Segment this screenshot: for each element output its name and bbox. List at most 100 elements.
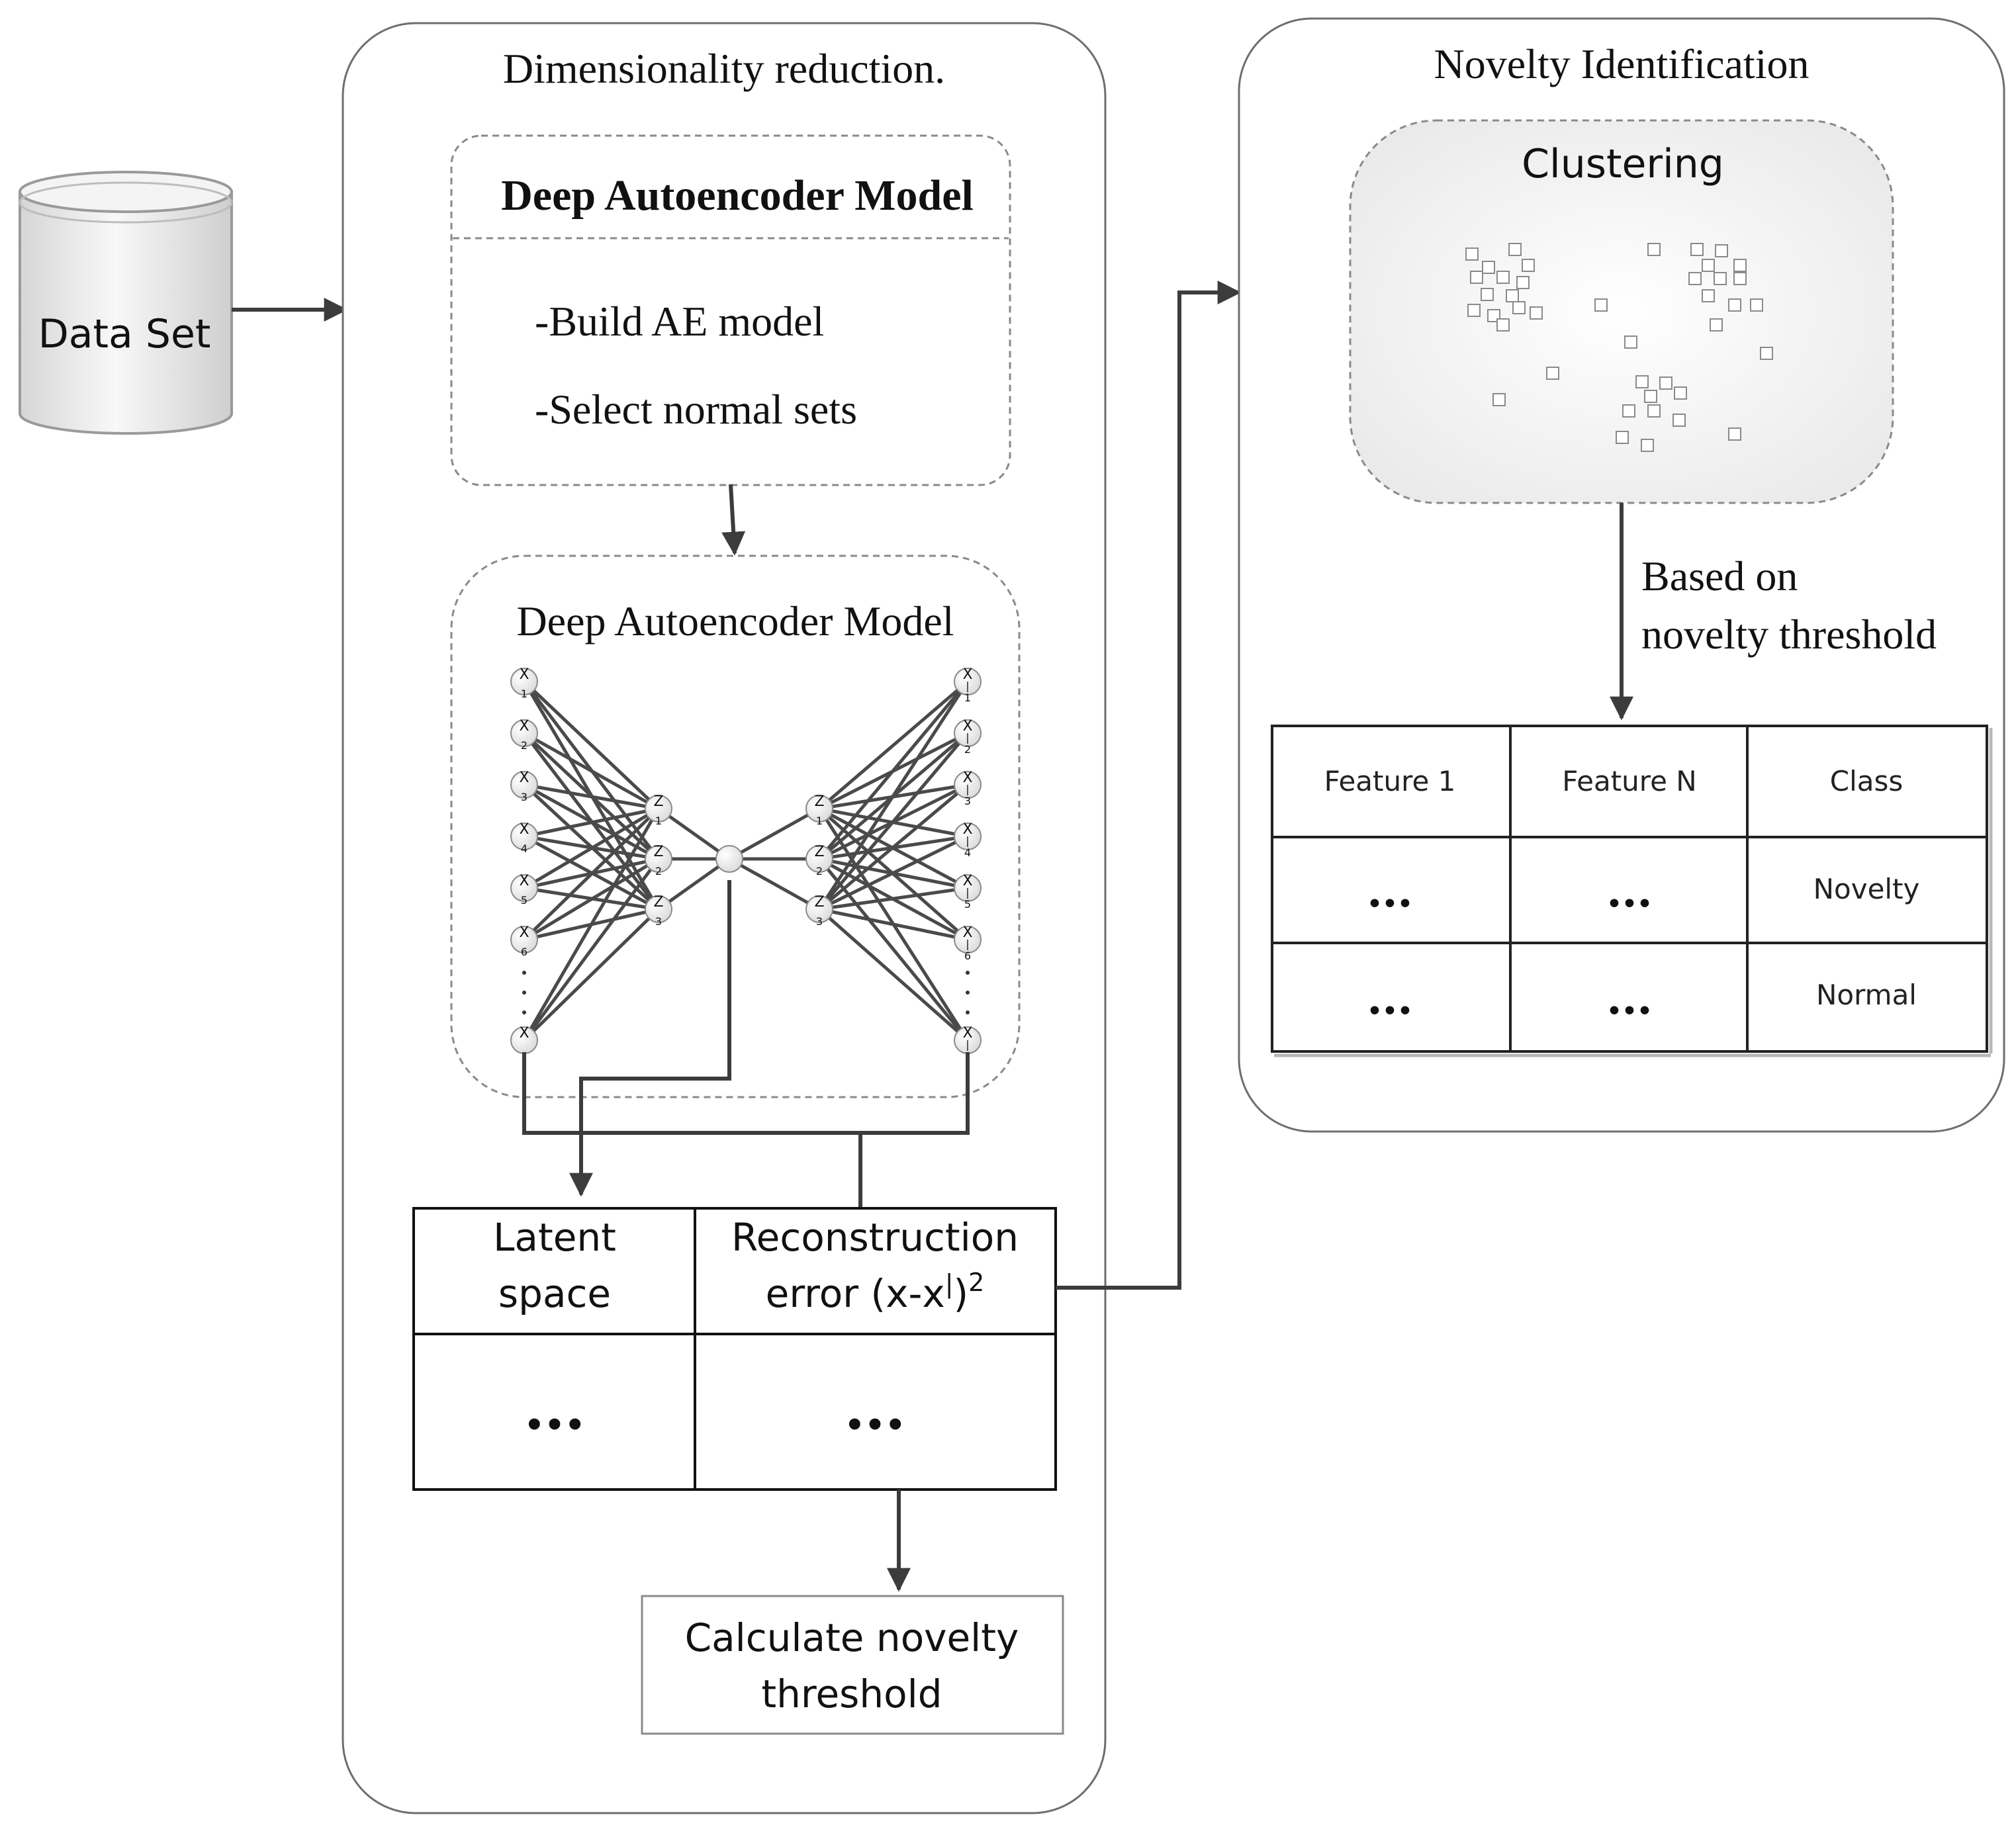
output-node-letter: X [962,770,972,786]
bottleneck-node-circle [715,845,743,873]
output-node-circle [954,874,982,902]
network-edge [522,807,661,1042]
arrow-label-line1: Based on [1641,553,1798,600]
model-box: Deep Autoencoder Model -Build AE model -… [450,134,1011,486]
cluster-point [1506,289,1519,302]
output-node: X|5 [954,873,982,911]
cluster-point [1659,377,1672,390]
cluster-point [1688,272,1702,285]
output-node-index: 6 [964,950,971,962]
arrow-model-to-network [721,484,746,556]
network-edge [728,857,821,911]
arrow-error-to-novelty [1056,281,1242,1290]
input-node: X3 [510,770,538,803]
ellipsis-dot [522,1010,526,1014]
cluster-point [1733,272,1747,285]
novelty-table-cell: ••• [1606,891,1652,918]
cluster-point [1702,259,1715,272]
cluster-point [1714,272,1727,285]
cluster-point [1467,304,1481,317]
output-node-letter: X [962,821,972,838]
output-node-circle [954,771,982,799]
threshold-line1: Calculate novelty [685,1615,1019,1660]
input-node-circle [510,771,538,799]
cluster-point [1594,298,1608,312]
novelty-table-cell: ••• [1367,998,1412,1025]
bottleneck-node [715,845,743,873]
network-edge [818,908,969,1042]
network-edge [523,857,660,942]
input-node-letter: X [519,821,529,838]
network-edge [818,680,969,810]
output-node-mark: | [966,783,969,795]
arrow-label-line2: novelty threshold [1641,611,1937,658]
model-step-build: -Build AE model [535,298,824,345]
error-table-recon-line1: Reconstruction [731,1215,1019,1260]
decoder-latent-node-index: 1 [816,815,823,827]
error-table-cell-error: ••• [845,1407,905,1444]
input-node: X4 [510,821,538,855]
novelty-title: Novelty Identification [1434,40,1810,87]
network-edge [523,731,660,811]
network-edge [524,807,659,838]
input-node-letter: X [519,873,529,889]
decoder-latent-node-index: 3 [816,915,823,928]
network-edge [817,680,970,911]
cluster-point [1616,431,1629,444]
output-node-circle [954,668,982,695]
input-node-circle [510,874,538,902]
cluster-point [1512,301,1526,314]
output-node-index: 2 [964,743,971,756]
network-nodes: X1X2X3X4X5X6XX|1X|2X|3X|4X|5X|6X|Z1Z2Z3Z… [510,666,982,1054]
input-node-index: 4 [521,842,527,855]
novelty-table-cell-class: Novelty [1813,873,1920,905]
output-node-mark: | [966,886,969,899]
network-edge [657,857,731,911]
input-node-index: 3 [521,791,527,803]
ellipsis-dot [966,1010,970,1014]
threshold-box: Calculate novelty threshold [641,1595,1064,1735]
output-node-letter: X [962,666,972,683]
cluster-point [1530,306,1543,320]
output-node-index: 5 [964,898,971,911]
recon-formula-exponent: 2 [968,1268,984,1297]
cluster-point [1690,243,1704,256]
output-node: X|1 [954,666,982,704]
novelty-table-header-featureN: Feature N [1562,765,1696,797]
cluster-point [1750,298,1763,312]
output-node-circle [954,926,982,954]
output-node-letter: X [962,718,972,734]
decoder-latent-node-letter: Z [814,844,824,860]
decoder-latent-node: Z3 [805,894,833,928]
ellipsis-dot [966,991,970,995]
input-node-letter: X [519,924,529,941]
cluster-point [1624,335,1637,349]
output-node-letter: X [962,873,972,889]
output-node-index: 3 [964,795,971,807]
input-node: X1 [510,666,538,700]
ellipsis-dot [966,971,970,975]
network-to-table-connectors [522,880,970,1208]
encoder-latent-node-letter: Z [653,793,663,810]
input-node: X2 [510,718,538,752]
encoder-latent-node: Z1 [645,793,672,827]
input-node-letter: X [519,666,529,683]
error-table-latent-line2: space [498,1271,611,1316]
output-node-letter: X [962,924,972,941]
ellipsis-dot [522,991,526,995]
encoder-latent-node-letter: Z [653,894,663,911]
input-node-circle [510,823,538,850]
network-edge [523,807,660,890]
encoder-latent-node-circle [645,845,672,873]
input-node-circle [510,926,538,954]
input-node-index: 2 [521,739,527,752]
cluster-point [1647,404,1661,418]
cluster-point [1674,386,1687,400]
error-table-latent-line1: Latent [493,1215,616,1260]
dimensionality-title: Dimensionality reduction. [503,45,945,92]
cluster-point [1702,289,1715,302]
cluster-point [1647,243,1661,256]
decoder-latent-node-index: 2 [816,865,823,877]
cluster-point [1715,244,1728,257]
